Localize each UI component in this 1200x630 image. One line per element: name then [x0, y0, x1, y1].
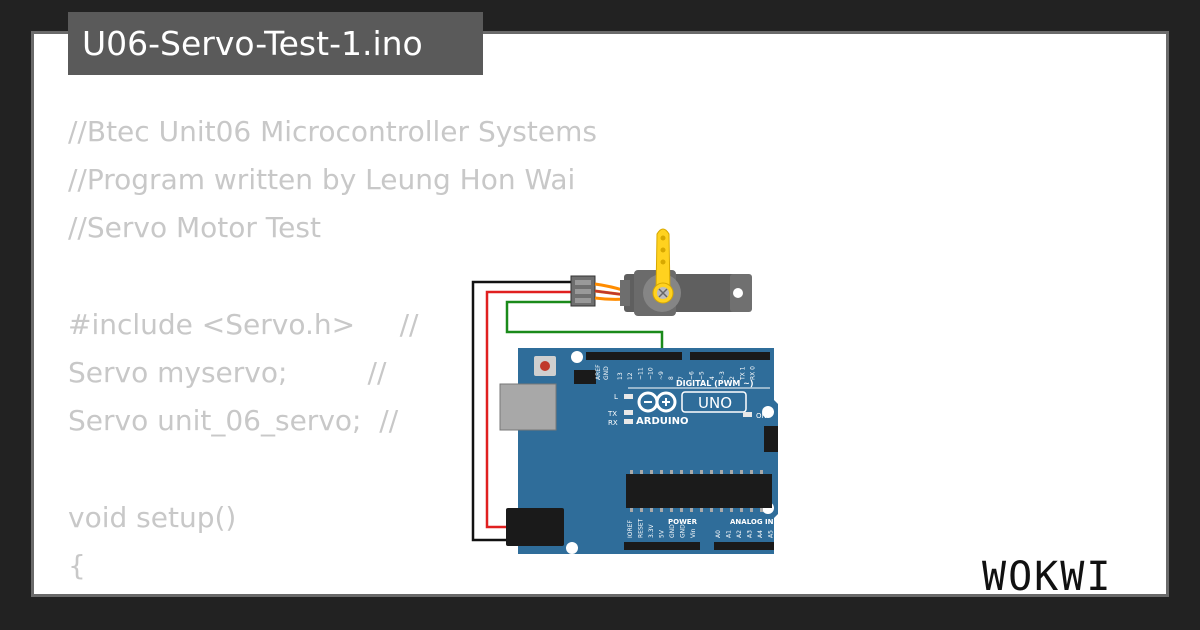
- power-jack: [506, 508, 564, 546]
- power-label: POWER: [668, 518, 698, 526]
- pin-label: A1: [726, 530, 733, 538]
- wire-green: [505, 300, 664, 356]
- pin-label: Vin: [690, 528, 697, 538]
- digital-header: [586, 352, 682, 360]
- pin-label: 8: [668, 376, 675, 380]
- code-line: //Btec Unit06 Microcontroller Systems: [68, 115, 597, 148]
- pin-label: ~10: [648, 367, 655, 380]
- servo-connector: [570, 275, 596, 307]
- code-line: Servo unit_06_servo; //: [68, 404, 399, 438]
- pin-label: GND: [680, 524, 687, 538]
- on-led-label: ON: [756, 412, 767, 420]
- code-line: Servo myservo; //: [68, 355, 387, 389]
- pin-label: 2: [729, 376, 736, 380]
- uno-model-label: UNO: [698, 394, 732, 412]
- code-preview: //Btec Unit06 Microcontroller Systems //P…: [68, 108, 717, 594]
- pin-label: TX 1: [739, 366, 746, 381]
- code-line: #include <Servo.h> //: [68, 307, 419, 341]
- tx-led-label: TX: [607, 410, 617, 418]
- analog-label: ANALOG IN: [730, 518, 774, 526]
- pin-label: A3: [747, 530, 754, 538]
- pin-label: A4: [757, 530, 764, 538]
- pin-label: 13: [617, 372, 624, 380]
- atmega-chip: [626, 474, 772, 508]
- preview-card: //Btec Unit06 Microcontroller Systems //P…: [31, 31, 1169, 597]
- pin-label: ~5: [699, 371, 706, 380]
- gnd-label: GND: [603, 366, 610, 380]
- circuit-diagram: AREF GND DIGITAL (PWM ~) L TX RX ARDUINO…: [471, 228, 778, 554]
- pin-label: IOREF: [627, 520, 634, 538]
- analog-header: [714, 542, 774, 550]
- wokwi-logo: WOKWI: [982, 554, 1112, 594]
- code-line: //Program written by Leung Hon Wai: [68, 163, 576, 197]
- pin-label: 5V: [659, 529, 666, 538]
- aref-label: AREF: [595, 364, 602, 380]
- pin-label: ~9: [658, 371, 665, 380]
- pin-label: 12: [627, 372, 634, 380]
- usb-port: [499, 383, 557, 431]
- pin-label: ~3: [719, 371, 726, 380]
- pin-label: A2: [736, 530, 743, 538]
- project-filename-tab[interactable]: U06-Servo-Test-1.ino: [68, 12, 483, 75]
- arduino-uno-board: AREF GND DIGITAL (PWM ~) L TX RX ARDUINO…: [499, 348, 778, 554]
- rx-led-label: RX: [608, 419, 618, 427]
- power-header: [624, 542, 700, 550]
- code-line: void setup(): [68, 500, 237, 534]
- arduino-logo-icon: [637, 391, 677, 413]
- pin-label: A5: [768, 530, 775, 538]
- servo-motor: [620, 228, 752, 316]
- pin-label: GND: [669, 524, 676, 538]
- pin-label: RESET: [638, 518, 645, 538]
- pin-label: RX 0: [750, 366, 757, 380]
- code-line: //Servo Motor Test: [68, 211, 321, 245]
- pin-label: A0: [715, 530, 722, 538]
- l-led-label: L: [614, 393, 618, 401]
- pin-label: ~6: [688, 371, 695, 380]
- pin-label: ~11: [637, 367, 644, 380]
- code-line: unit_06_servo.attach(10); // D10: [68, 590, 717, 594]
- digital-label: DIGITAL (PWM ~): [676, 379, 754, 388]
- wokwi-logo-text: WOKWI: [982, 554, 1112, 594]
- pin-label: 4: [709, 376, 716, 380]
- pin-label: 3.3V: [648, 523, 655, 538]
- pin-label: 7: [678, 376, 685, 380]
- arduino-brand-label: ARDUINO: [636, 416, 688, 427]
- code-line: {: [68, 548, 86, 582]
